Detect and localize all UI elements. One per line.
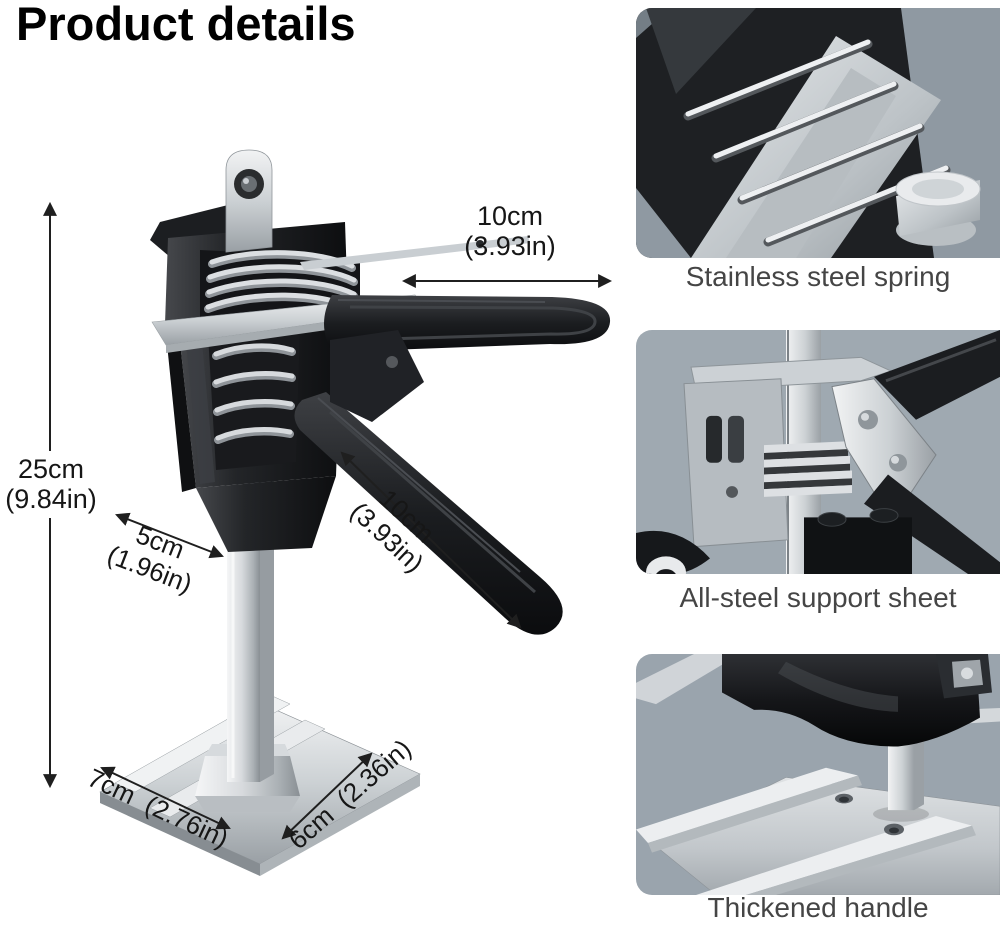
jack-handle-linkage	[330, 330, 424, 422]
chrome-cylinder	[895, 171, 981, 246]
jack-top-assembly	[151, 149, 530, 353]
feature-photo-spring	[636, 8, 1000, 258]
jack-inner-spring	[212, 343, 296, 444]
base-length-dimension-arrow	[100, 766, 231, 830]
lower-handle-dimension-arrow	[340, 451, 522, 629]
feature-caption-handle: Thickened handle	[707, 892, 929, 923]
feature-photo-support-sheet	[636, 330, 1000, 574]
page-title: Product details	[16, 0, 356, 50]
serrated-stack	[764, 441, 852, 497]
feature-column: Stainless steel spring	[636, 0, 1000, 926]
jack-lower-handle	[294, 392, 563, 635]
height-dimension-label: 25cm (9.84in)	[0, 451, 104, 519]
support-dimension-arrow	[115, 512, 224, 559]
feature-photo-base	[636, 654, 1000, 895]
product-illustration	[43, 149, 613, 876]
feature-caption-spring: Stainless steel spring	[685, 261, 951, 292]
top-handle-dimension-label: 10cm (3.93in)	[464, 201, 556, 261]
feature-caption-support-sheet: All-steel support sheet	[679, 582, 957, 613]
base-width-dimension-arrow	[281, 752, 373, 840]
